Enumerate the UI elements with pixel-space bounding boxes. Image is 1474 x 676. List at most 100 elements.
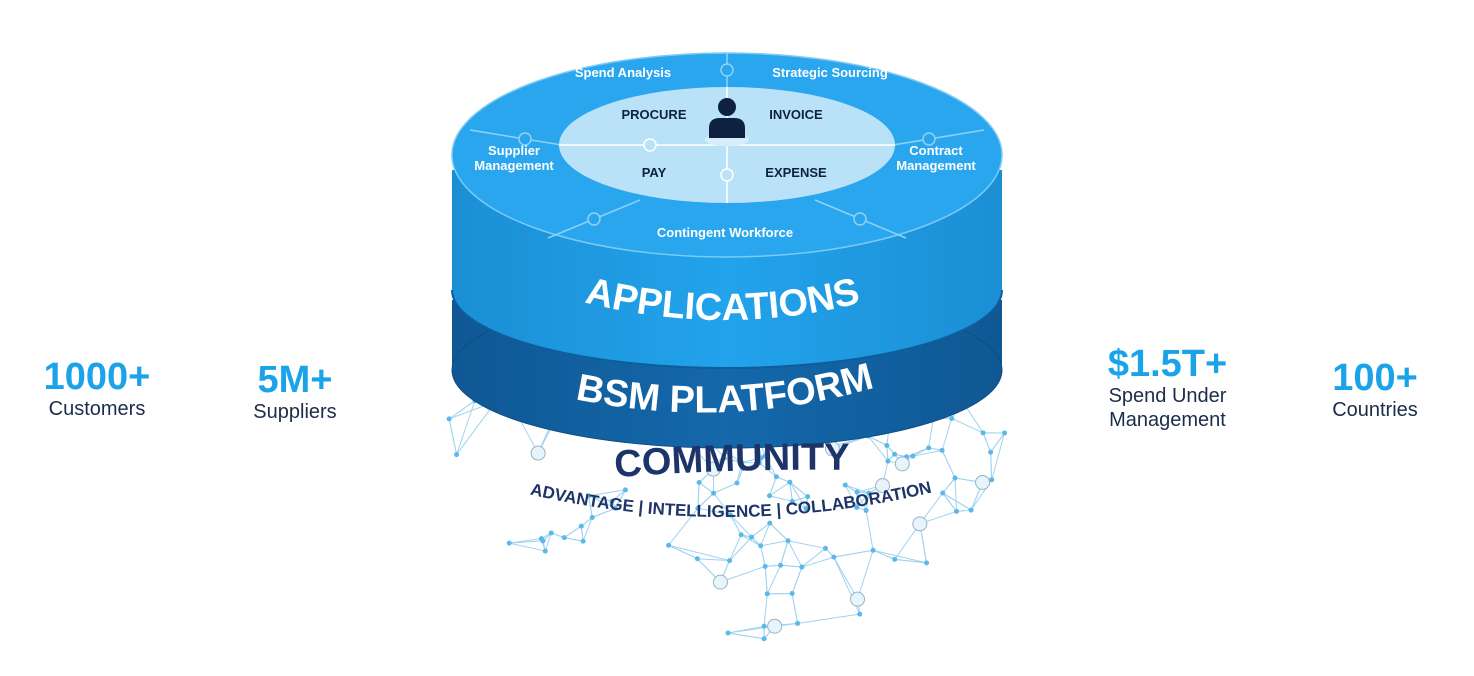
network-link [724, 457, 742, 463]
network-node [940, 490, 946, 496]
network-link [951, 417, 984, 434]
network-link [868, 435, 888, 446]
network-node [892, 556, 898, 562]
network-link [763, 593, 768, 627]
stat-label-line2: Management [1109, 409, 1226, 431]
network-node [884, 442, 890, 448]
network-node [789, 498, 795, 504]
network-node [578, 523, 584, 529]
network-node [764, 591, 770, 597]
network-link [698, 482, 714, 494]
network-avatar-icon [712, 574, 728, 590]
pillar-collaboration: COLLABORATION [785, 478, 933, 519]
network-node [805, 494, 811, 500]
network-link [769, 481, 791, 497]
network-node [854, 489, 860, 495]
network-link [928, 417, 934, 448]
network-link [856, 492, 870, 508]
network-node [446, 416, 452, 422]
network-node [980, 430, 986, 436]
network-link [588, 495, 616, 509]
network-node [727, 558, 733, 564]
network-link [668, 544, 730, 562]
network-link [730, 514, 752, 538]
network-node [538, 536, 544, 542]
stat-label: Suppliers [253, 401, 337, 423]
network-link [456, 400, 497, 455]
network-node [762, 563, 768, 569]
network-node [885, 458, 891, 464]
network-node [766, 493, 772, 499]
network-node [822, 545, 828, 551]
network-node [696, 480, 702, 486]
network-link [615, 489, 626, 509]
network-link [942, 492, 972, 511]
network-node [989, 477, 995, 483]
network-link [844, 484, 858, 508]
network-link [760, 522, 771, 546]
network-link [582, 517, 593, 542]
network-link [872, 549, 927, 564]
network-link [789, 481, 809, 498]
segment-spend-analysis: Spend Analysis [575, 65, 671, 80]
network-link [941, 450, 956, 479]
network-node [866, 490, 872, 496]
segment-contract-management-1: Contract [909, 143, 963, 158]
network-node [454, 452, 460, 458]
network-node [542, 548, 548, 554]
network-link [801, 556, 834, 568]
network-avatar-icon [875, 478, 891, 494]
stat-countries: 100+ Countries [1300, 358, 1450, 422]
network-link [588, 495, 613, 502]
network-node [740, 465, 746, 471]
network-link [833, 549, 874, 558]
network-link [787, 540, 826, 549]
network-node [694, 556, 700, 562]
network-node [988, 449, 994, 455]
network-node [761, 636, 767, 642]
network-link [740, 534, 761, 547]
network-link [729, 534, 742, 561]
network-link [727, 632, 765, 640]
segment-supplier-management-2: Management [474, 158, 554, 173]
network-link [942, 492, 957, 512]
network-avatar-icon [850, 591, 866, 607]
network-node [758, 543, 764, 549]
network-link [456, 400, 476, 455]
network-node [767, 520, 773, 526]
network-link [713, 492, 731, 516]
stat-value: 5M+ [257, 359, 333, 401]
network-link [942, 477, 956, 494]
network-link [954, 478, 958, 512]
network-node [803, 506, 809, 512]
network-node [723, 449, 729, 455]
network-link [991, 432, 1006, 480]
network-link [448, 418, 458, 455]
network-link [725, 451, 743, 463]
network-avatar-icon [975, 474, 991, 490]
network-node [842, 482, 848, 488]
pillar-intelligence: INTELLIGENCE [647, 499, 772, 522]
network-link [759, 462, 777, 478]
stat-value: $1.5T+ [1107, 343, 1228, 385]
network-node [721, 455, 727, 461]
network-link [544, 532, 552, 552]
network-link [588, 489, 626, 497]
network-link [789, 482, 793, 502]
network-node [739, 459, 745, 465]
network-link [751, 522, 771, 538]
network-link [742, 462, 760, 469]
network-node [580, 538, 586, 544]
network-link [769, 522, 789, 542]
stat-spend-under-management: $1.5T+ Spend Under Management [1080, 344, 1255, 432]
network-node [695, 505, 701, 511]
stat-label-line1: Spend Under [1108, 385, 1227, 407]
network-node [561, 535, 567, 541]
network-link [845, 484, 870, 494]
network-avatar-icon [912, 516, 928, 532]
network-node [613, 505, 619, 511]
network-link [764, 455, 777, 478]
community-title: COMMUNITY [613, 437, 850, 486]
network-link [789, 481, 807, 509]
network-node [968, 507, 974, 513]
